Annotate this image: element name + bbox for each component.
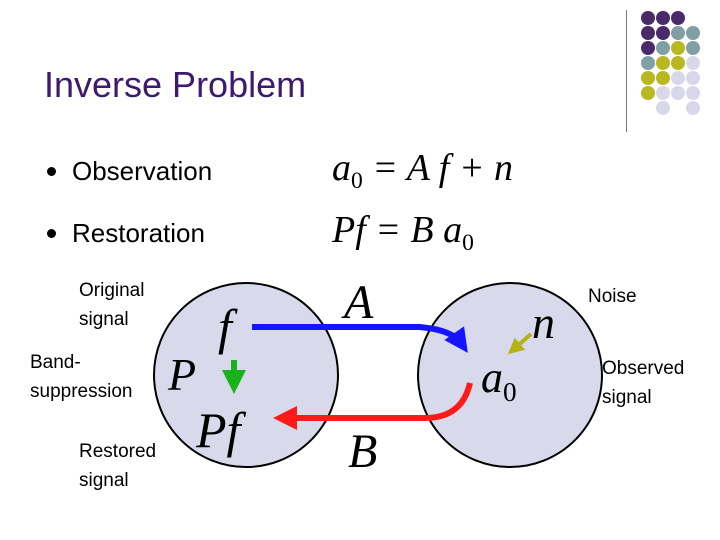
bullet-observation: Observation [72,156,213,186]
decorative-dot [641,86,655,100]
forward-operator-arrow [252,324,468,353]
observation-equation: a0 = A f + n [332,147,513,194]
symbol-P: P [168,349,197,400]
restoration-equation: Pf = B a0 [332,209,474,256]
decorative-dot [641,71,655,85]
symbol-n: n [532,297,555,348]
restoration-operator-arrow [273,382,473,430]
band-suppression-label: Band-suppression [30,352,133,402]
symbol-Pf: Pf [196,402,241,458]
symbol-B: B [348,425,378,478]
decorative-dot [656,101,670,115]
bullet-restoration: Restoration [72,218,205,248]
decorative-divider-line [626,10,627,132]
decorative-dot [671,11,685,25]
noise-label: Noise [588,286,637,307]
decorative-dot [656,11,670,25]
decorative-dot [656,56,670,70]
decorative-dot [641,11,655,25]
decorative-dot [686,26,700,40]
symbol-a0: a0 [481,353,517,407]
decorative-dot [671,26,685,40]
decorative-dot [656,71,670,85]
decorative-dot [671,56,685,70]
decorative-dot [641,56,655,70]
decorative-dot [671,71,685,85]
decorative-dot [641,26,655,40]
symbol-f: f [218,299,232,355]
decorative-dot [656,26,670,40]
noise-arrow [508,332,533,355]
slide-title: Inverse Problem [44,64,307,105]
decorative-dot [686,56,700,70]
decorative-dot [671,41,685,55]
decorative-dot [641,41,655,55]
decorative-dot [656,41,670,55]
symbol-A: A [344,276,374,329]
bullet-marker [47,167,56,176]
decorative-dot [686,71,700,85]
decorative-dot [686,86,700,100]
decorative-dot [671,86,685,100]
decorative-dot [656,86,670,100]
decorative-dot [686,101,700,115]
decorative-dot [686,41,700,55]
bullet-marker [47,229,56,238]
